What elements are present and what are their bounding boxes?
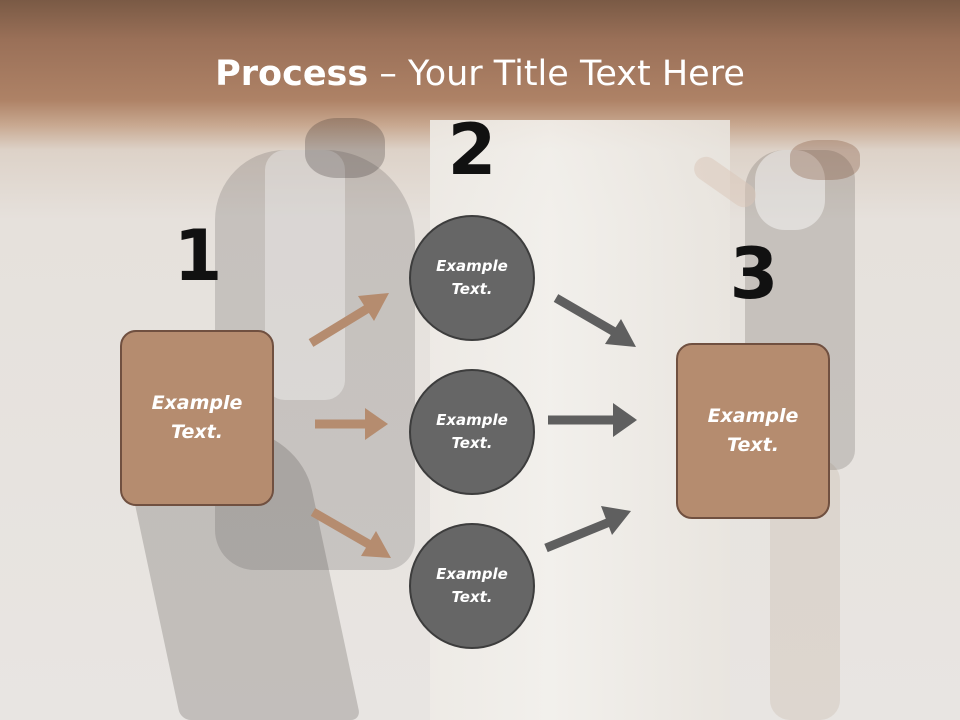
circle-top-line1: Example <box>436 257 508 275</box>
step-number-3: 3 <box>729 233 779 315</box>
background-man-head <box>305 118 385 178</box>
circle-bottom-line2: Text. <box>451 588 493 606</box>
right-box-line1: Example <box>707 405 799 427</box>
background-woman-sleeve <box>755 150 825 230</box>
background-woman-hair <box>790 140 860 180</box>
circle-bottom-line1: Example <box>436 565 508 583</box>
title-rest: – Your Title Text Here <box>368 54 745 94</box>
left-box-line2: Text. <box>171 421 223 443</box>
background-man-shirt <box>265 150 345 400</box>
slide-title: Process – Your Title Text Here <box>0 52 960 96</box>
right-box-line2: Text. <box>727 434 779 456</box>
circle-top-line2: Text. <box>451 280 493 298</box>
title-bold: Process <box>215 54 369 94</box>
step-number-1: 1 <box>173 215 223 297</box>
circle-middle-line2: Text. <box>451 434 493 452</box>
circle-middle-line1: Example <box>436 411 508 429</box>
left-box-line1: Example <box>151 392 243 414</box>
step-number-2: 2 <box>447 109 497 191</box>
